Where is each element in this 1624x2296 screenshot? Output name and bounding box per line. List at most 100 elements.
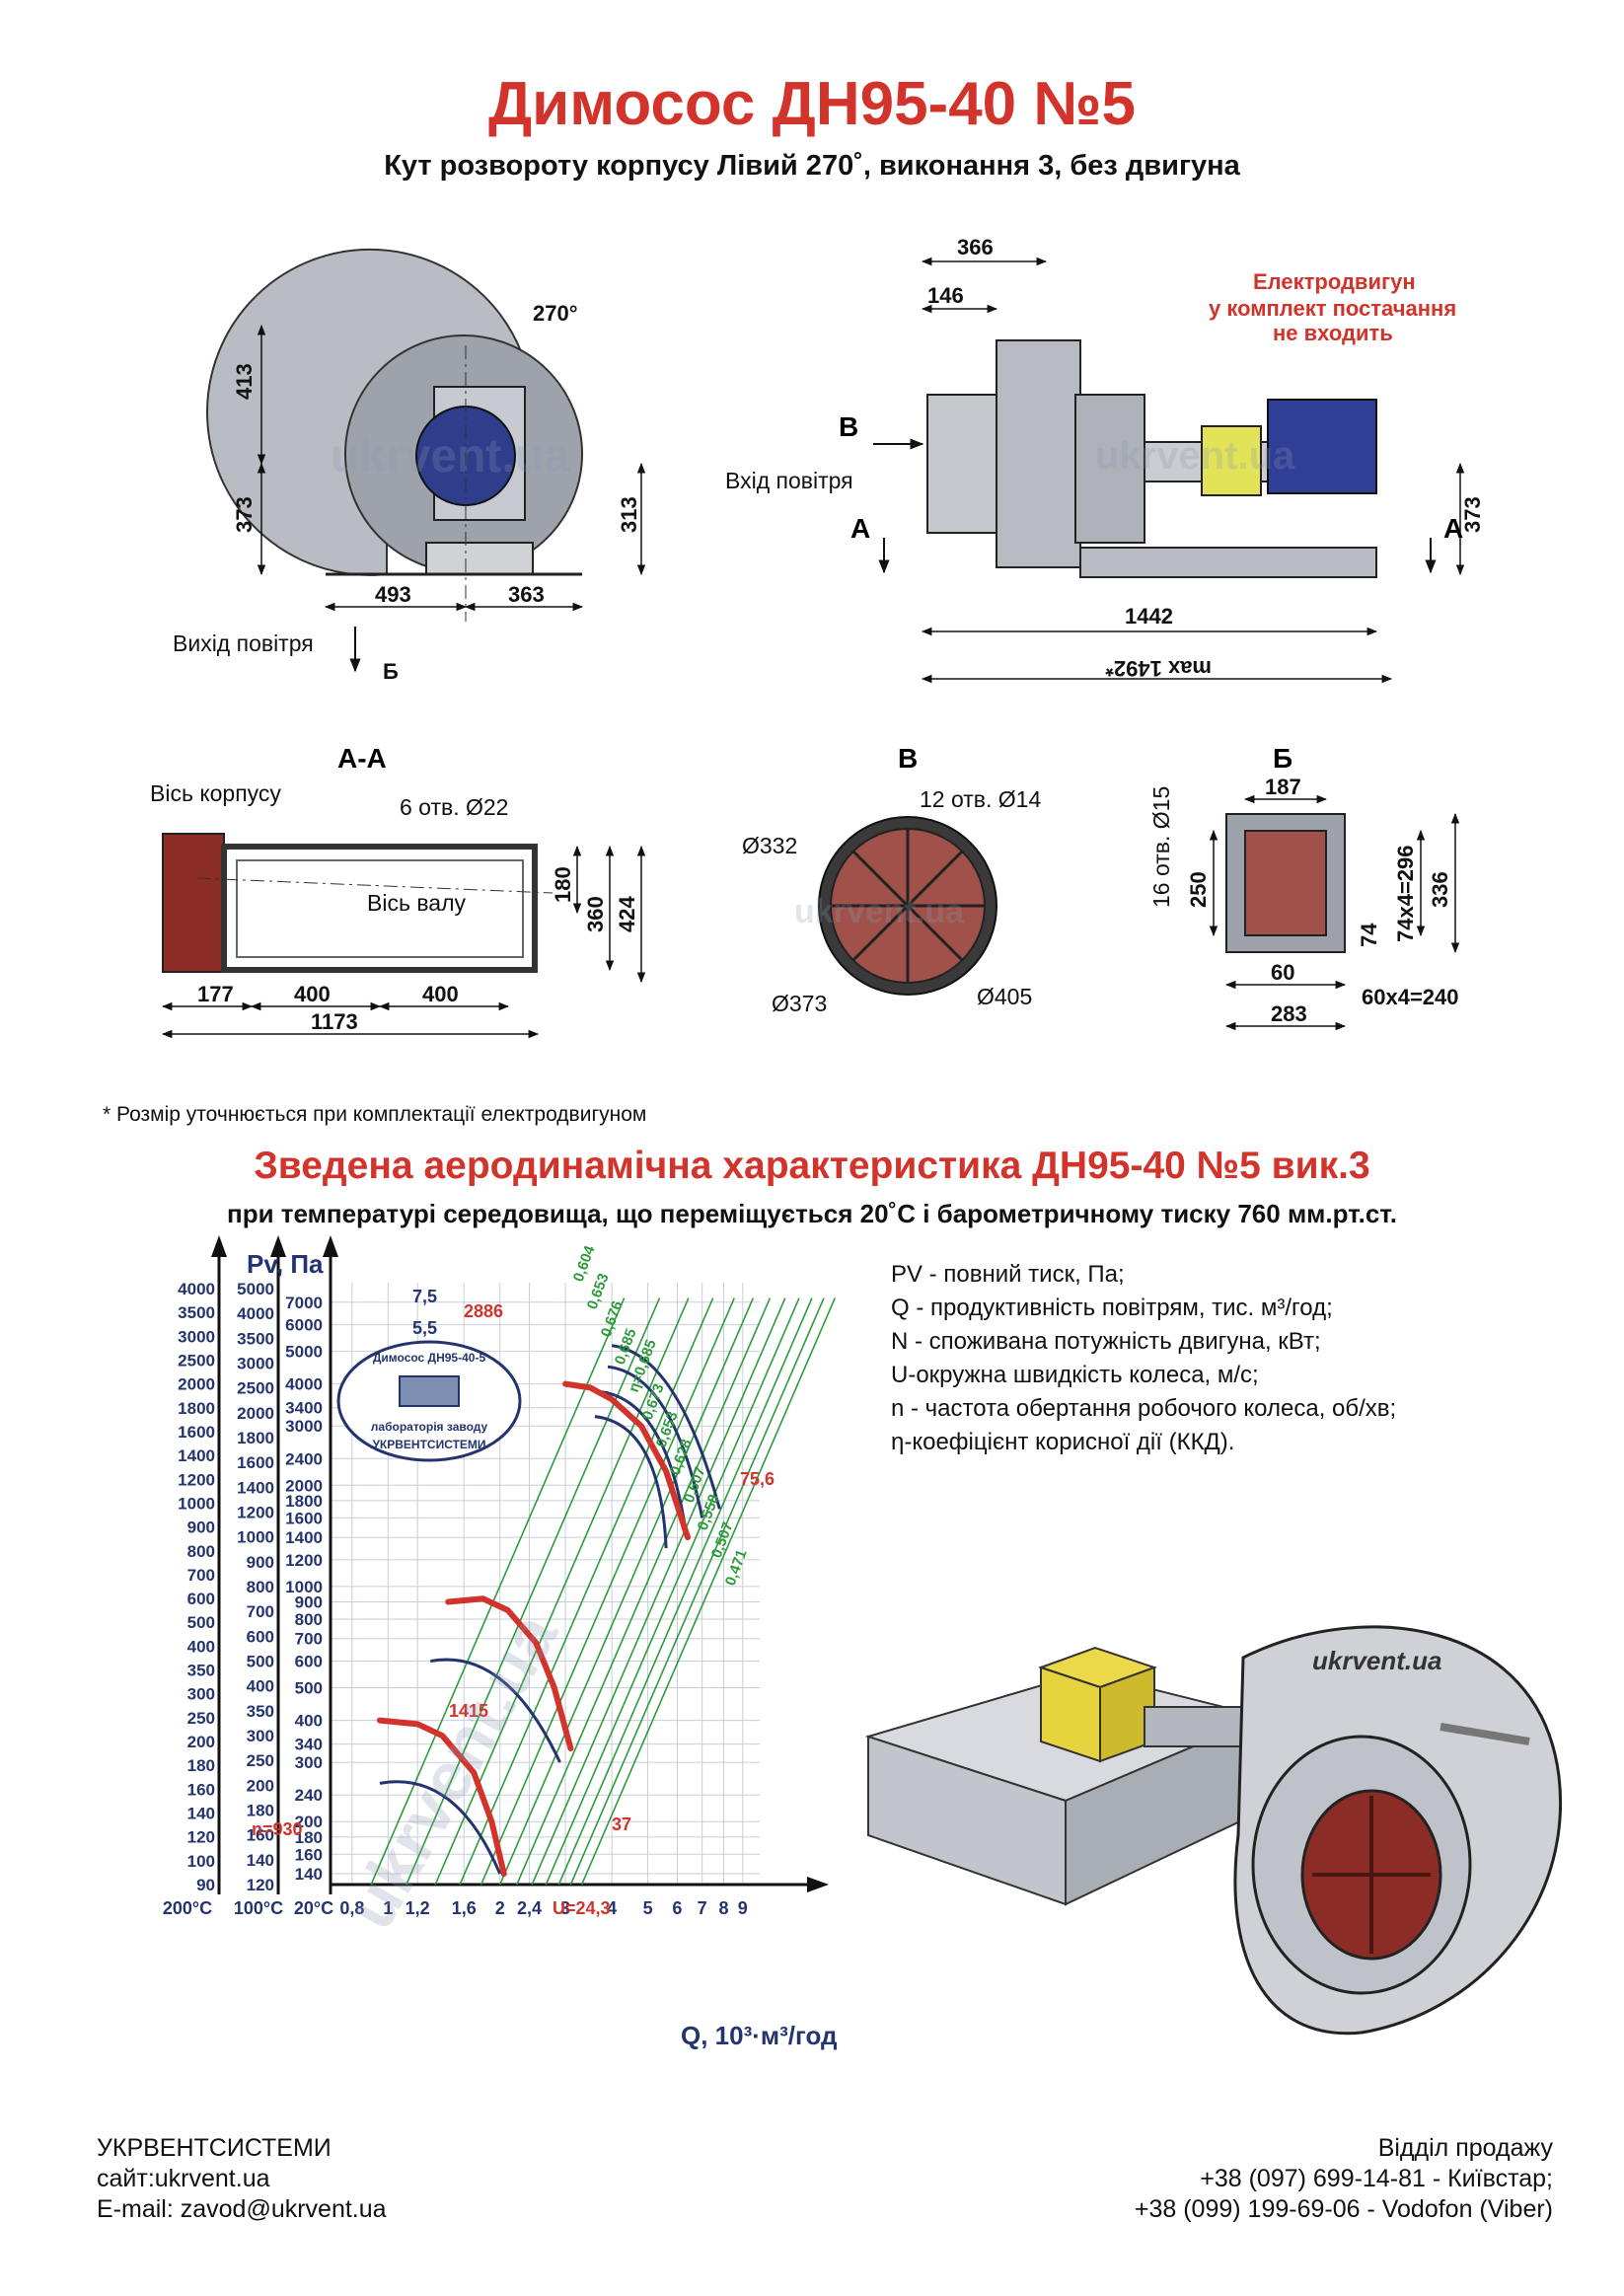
front-view-watermark: ukrvent.ua [331,430,570,482]
b-dim-250: 250 [1186,871,1211,908]
x-tick-label: 7 [698,1898,707,1918]
footer-phone1[interactable]: +38 (097) 699-14-81 - Київстар; [1200,2165,1553,2192]
x-tick-label: 2,4 [517,1898,542,1918]
y-tick-200c: 700 [187,1566,215,1585]
side-view-watermark: ukrvent.ua [1095,434,1295,478]
motor-note-1: Електродвигун [1253,269,1416,294]
legend-rpm: n - частота обертання робочого колеса, о… [891,1395,1397,1422]
y-tick-100c: 400 [247,1677,274,1696]
side-dim-146: 146 [927,283,964,308]
technical-drawings: ukrvent.ua 270° 413 373 313 493 363 Вихі… [150,235,1485,1039]
v-dim-373: Ø373 [772,991,827,1016]
y-tick-200c: 300 [187,1685,215,1704]
legend-eff: η-коефіцієнт корисної дії (ККД). [891,1429,1235,1455]
y-tick-100c: 120 [247,1876,274,1894]
y-tick-200c: 250 [187,1709,215,1728]
side-dim-373: 373 [1460,496,1485,533]
y-tick-100c: 5000 [237,1280,274,1298]
y-tick-100c: 4000 [237,1304,274,1323]
y-tick-20c: 1600 [285,1509,323,1527]
y-tick-200c: 400 [187,1637,215,1656]
legend-u: U-окружна швидкість колеса, м/с; [891,1362,1259,1388]
power-curve [599,1389,687,1528]
b-dim-296: 74x4=296 [1393,846,1418,943]
footer-phone2[interactable]: +38 (099) 199-69-06 - Vodofon (Viber) [1134,2195,1553,2223]
axis-body-label: Вісь корпусу [150,780,281,806]
x-tick-label: 8 [718,1898,728,1918]
footer-sales: Відділ продажу [1377,2134,1553,2162]
y-tick-200c: 2500 [178,1351,215,1370]
y-tick-20c: 340 [295,1736,323,1754]
y-tick-100c: 140 [247,1851,274,1870]
y-tick-20c: 180 [295,1828,323,1847]
y-tick-200c: 350 [187,1662,215,1680]
y-tick-100c: 1800 [237,1429,274,1447]
aa-dim-180: 180 [551,866,575,903]
curve-label: 5,5 [412,1318,437,1338]
footer-left: УКРВЕНТСИСТЕМИ сайт:ukrvent.ua E-mail: z… [97,2133,387,2225]
y-tick-20c: 6000 [285,1316,323,1335]
footer-email[interactable]: E-mail: zavod@ukrvent.ua [97,2195,387,2223]
axis-shaft-label: Вісь валу [367,890,466,916]
legend-q: Q - продуктивність повітрям, тис. м³/год… [891,1295,1333,1321]
y-tick-100c: 160 [247,1826,274,1845]
power-curve [594,1415,668,1549]
mark-b: В [839,411,858,442]
view-v-title: В [898,743,918,774]
x-tick-label: 6 [672,1898,682,1918]
inlet-label: Вхід повітря [725,468,853,493]
footer-company: УКРВЕНТСИСТЕМИ [97,2134,332,2162]
y-tick-100c: 1600 [237,1453,274,1472]
chart-watermark: ukrvent.ua [331,1599,572,1941]
y-tick-20c: 3400 [285,1399,323,1418]
aa-dim-177: 177 [197,982,234,1006]
b-dim-187: 187 [1265,775,1301,799]
y-tick-200c: 100 [187,1852,215,1871]
y-tick-100c: 1200 [237,1504,274,1522]
view-b-drawing: Б 187 16 отв. Ø15 250 74x4=296 336 74 60… [1148,743,1460,1031]
b-dim-74: 74 [1357,923,1381,947]
view-b-title: Б [1273,743,1292,774]
y-tick-100c: 200 [247,1776,274,1795]
footer-site[interactable]: сайт:ukrvent.ua [97,2165,270,2192]
y-tick-200c: 180 [187,1756,215,1775]
y-tick-100c: 700 [247,1602,274,1621]
efficiency-ray [370,1297,626,1886]
x-tick-label: 5 [643,1898,653,1918]
power-curve [611,1344,721,1510]
curve-label: 75,6 [740,1469,775,1489]
efficiency-ray [531,1297,786,1886]
front-dim-493: 493 [375,582,411,607]
lab-badge-text: лабораторія заводу [371,1420,488,1434]
y-tick-20c: 200 [295,1813,323,1831]
y-tick-100c: 1000 [237,1528,274,1547]
y-tick-200c: 1600 [178,1423,215,1442]
b-dim-336: 336 [1428,871,1452,908]
y-tick-20c: 1200 [285,1551,323,1570]
y-tick-200c: 120 [187,1828,215,1847]
temp-label: 200°С [163,1898,212,1918]
curve-label: 2886 [464,1301,503,1321]
curve-label: 7,5 [412,1287,437,1306]
page-subtitle: Кут розвороту корпусу Лівий 270˚, викона… [384,150,1240,182]
y-tick-200c: 3500 [178,1303,215,1322]
front-dim-413: 413 [232,363,257,400]
y-tick-20c: 4000 [285,1375,323,1394]
y-tick-20c: 160 [295,1845,323,1864]
side-dim-1442: 1442 [1125,604,1173,629]
efficiency-ray [557,1297,813,1886]
y-tick-200c: 1200 [178,1470,215,1489]
fan-3d-render: ukrvent.ua [864,1625,1562,2036]
y-tick-100c: 1400 [237,1478,274,1497]
y-tick-20c: 400 [295,1712,323,1731]
power-curve [379,1780,502,1875]
efficiency-ray [580,1297,836,1886]
temp-label: 100°С [234,1898,283,1918]
y-tick-20c: 1800 [285,1492,323,1511]
b-holes: 16 отв. Ø15 [1148,786,1174,908]
y-tick-200c: 1400 [178,1446,215,1465]
y-tick-20c: 600 [295,1653,323,1671]
y-tick-100c: 3500 [237,1329,274,1348]
efficiency-ray [480,1297,735,1886]
